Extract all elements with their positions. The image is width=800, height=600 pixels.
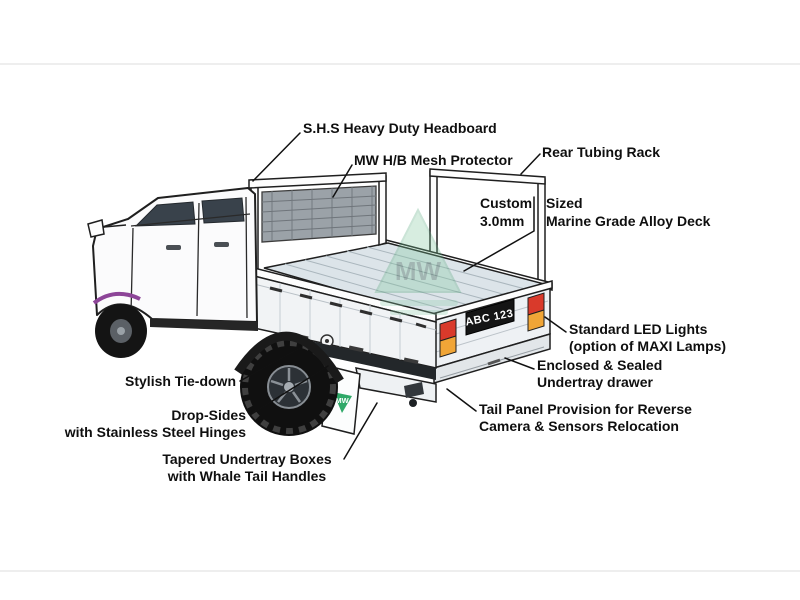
label-headboard: S.H.S Heavy Duty Headboard <box>303 120 497 136</box>
license-plate: ABC 123 <box>464 298 515 336</box>
door-handle <box>214 242 229 247</box>
rear-fender-flare <box>234 331 344 384</box>
tow-hitch <box>404 382 424 407</box>
led-tail-light-right <box>527 292 545 332</box>
led-tail-light-left <box>439 318 457 358</box>
label-mesh-protector: MW H/B Mesh Protector <box>354 152 513 168</box>
label-led-lights: Standard LED Lights (option of MAXI Lamp… <box>569 321 727 354</box>
label-rear-tubing-rack: Rear Tubing Rack <box>542 144 660 160</box>
mudflap-logo-shape <box>333 392 352 413</box>
chassis-shadow <box>296 338 436 380</box>
cab <box>87 187 258 331</box>
watermark: MW <box>374 207 462 315</box>
front-door-window <box>134 201 196 227</box>
leader-lines <box>239 132 567 460</box>
label-tail-panel: Tail Panel Provision for Reverse Camera … <box>479 401 692 434</box>
door-seams <box>130 196 251 319</box>
rear-door-window <box>201 197 245 224</box>
label-alloy-deck: Custom Sized 3.0mm Marine Grade Alloy De… <box>480 195 711 229</box>
undertray-area: MW <box>296 338 437 435</box>
watermark-text: MW <box>395 256 442 286</box>
page-rule-lines <box>0 63 800 572</box>
door-handle <box>166 245 181 250</box>
label-undertray-drawer: Enclosed & Sealed Undertray drawer <box>537 357 663 390</box>
tail-panel: ABC 123 <box>431 280 553 370</box>
side-mirror <box>87 219 127 238</box>
mudflap-logo-text: MW <box>335 396 349 405</box>
underbody <box>150 319 258 331</box>
label-undertray-boxes: Tapered Undertray Boxes with Whale Tail … <box>162 451 332 484</box>
front-wheel <box>95 304 147 358</box>
tie-down-slots <box>269 286 427 329</box>
front-fender-accent <box>92 291 141 305</box>
label-drop-sides: Drop-Sides with Stainless Steel Hinges <box>64 407 246 440</box>
undertray-drawer <box>433 332 551 385</box>
label-tie-down: Stylish Tie-down <box>125 373 236 389</box>
